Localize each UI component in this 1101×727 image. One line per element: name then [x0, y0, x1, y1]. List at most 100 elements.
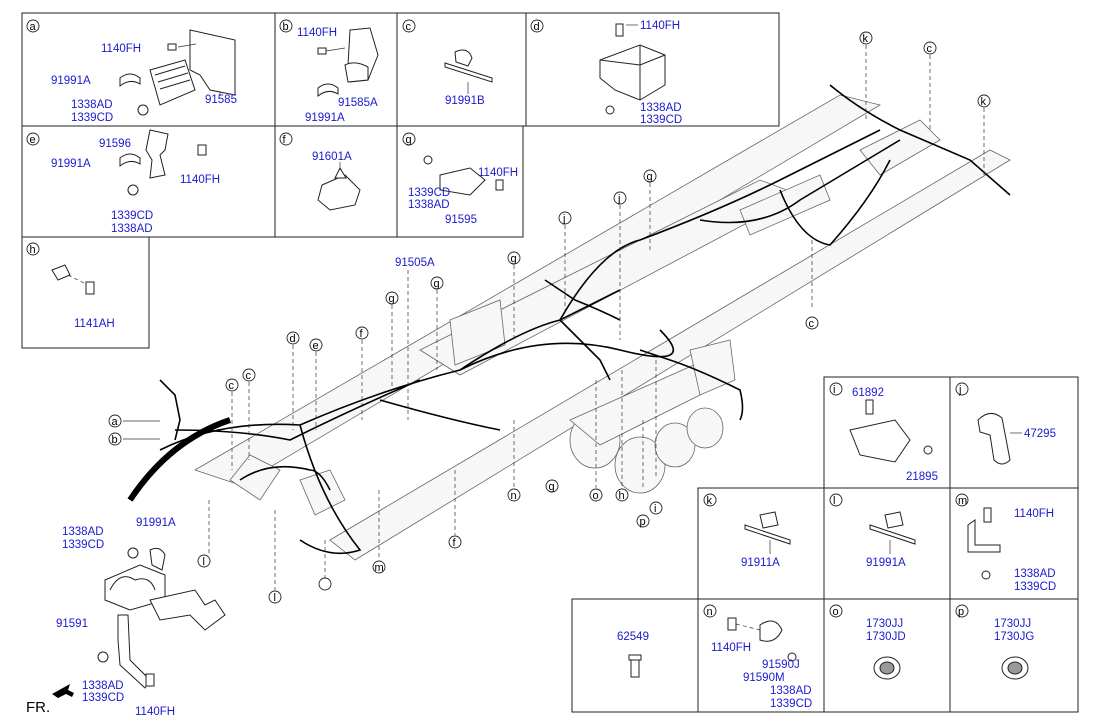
panel-e-part-4: 1339CD [111, 210, 153, 222]
marker-g-5[interactable]: g [545, 479, 559, 493]
wiring-harness[interactable] [127, 84, 1011, 555]
svg-text:g: g [389, 293, 395, 305]
fr-label: FR. [26, 699, 50, 716]
panel-l[interactable]: l 91991A [829, 493, 916, 569]
svg-text:g: g [511, 253, 517, 265]
panel-k[interactable]: k 91911A [703, 493, 791, 569]
panel-k-part-1: 91911A [741, 557, 780, 569]
panel-a-part-5: 91585 [205, 94, 237, 106]
marker-p[interactable]: p [636, 514, 650, 528]
marker-f-1[interactable]: f [355, 326, 369, 340]
panel-f-letter: f [283, 134, 287, 146]
svg-text:c: c [809, 318, 815, 330]
panel-m[interactable]: m 1140FH 1338AD 1339CD [955, 493, 1056, 593]
panel-o-part-1: 1730JJ [866, 618, 903, 630]
panel-a-letter: a [30, 21, 37, 33]
svg-text:g: g [549, 481, 555, 493]
panel-grid-right [571, 376, 1079, 713]
panel-e-part-3: 1140FH [180, 174, 220, 186]
marker-f-2[interactable]: f [448, 535, 462, 549]
panel-b-part-1: 1140FH [297, 27, 337, 39]
marker-c-3[interactable]: c [805, 316, 819, 330]
panel-o-letter: o [833, 606, 839, 618]
marker-c-2[interactable]: c [242, 368, 256, 382]
panel-e-part-5: 1338AD [111, 223, 153, 235]
marker-b[interactable]: b [108, 432, 122, 446]
panel-h[interactable]: h 1141AH [26, 242, 115, 330]
panel-k-letter: k [707, 495, 713, 507]
panel-i-letter: i [833, 384, 835, 396]
bl-part-6: 1339CD [82, 692, 124, 704]
panel-o-part-2: 1730JD [866, 631, 906, 643]
marker-c-4[interactable]: c [923, 41, 937, 55]
panel-m-part-3: 1339CD [1014, 581, 1056, 593]
panel-n-part-2: 91590J [762, 659, 800, 671]
panel-a-part-1: 1140FH [101, 43, 141, 55]
marker-e[interactable]: e [309, 338, 323, 352]
bl-part-2: 1339CD [62, 539, 104, 551]
panel-n-part-3: 91590M [743, 672, 785, 684]
marker-l-1[interactable]: l [197, 554, 211, 568]
bl-part-4: 91591 [56, 618, 88, 630]
panel-c[interactable]: c 91991B [402, 19, 493, 107]
svg-text:g: g [434, 278, 440, 290]
front-arrow-icon [52, 684, 74, 698]
marker-k-1[interactable]: k [859, 31, 873, 45]
panel-e-part-2: 91991A [51, 158, 91, 170]
panel-i-part-1: 61892 [852, 387, 884, 399]
svg-text:j: j [617, 193, 620, 205]
marker-h[interactable]: h [615, 488, 629, 502]
marker-o[interactable]: o [589, 488, 603, 502]
panel-d-part-2: 1338AD [640, 102, 682, 114]
panel-b[interactable]: b 1140FH 91585A 91991A [279, 19, 379, 124]
svg-text:g: g [647, 171, 653, 183]
marker-m[interactable]: m [372, 560, 386, 574]
marker-n[interactable]: n [507, 488, 521, 502]
panel-p[interactable]: p 1730JJ 1730JG [955, 604, 1034, 680]
marker-i[interactable]: i [649, 501, 663, 515]
panel-g[interactable]: g 1140FH 1339CD 1338AD 91595 [402, 132, 518, 226]
bottom-left-bracket[interactable]: 1338AD 1339CD 91991A 91591 1338AD 1339CD… [56, 517, 226, 718]
svg-text:f: f [360, 328, 364, 340]
callout-91505A[interactable]: 91505A [395, 257, 435, 269]
marker-g-3[interactable]: g [507, 251, 521, 265]
marker-c-1[interactable]: c [225, 378, 239, 392]
panel-l-part-1: 91991A [866, 557, 906, 569]
bl-part-1: 1338AD [62, 526, 104, 538]
svg-text:l: l [203, 556, 205, 568]
panel-a-part-3: 1338AD [71, 99, 113, 111]
diagram-markers[interactable]: a b c c d e f g g g j j g c k c k l l m … [108, 31, 991, 604]
panel-a-part-4: 1339CD [71, 112, 113, 124]
panel-d[interactable]: d 1140FH 1338AD 1339CD [530, 19, 682, 126]
panel-g-part-4: 91595 [445, 214, 477, 226]
panel-m-part-2: 1338AD [1014, 568, 1056, 580]
panel-j-part-1: 47295 [1024, 428, 1056, 440]
panel-o[interactable]: o 1730JJ 1730JD [829, 604, 906, 680]
panel-a[interactable]: a 1140FH 91991A 1338AD 1339CD 91585 [26, 19, 237, 124]
svg-text:l: l [274, 592, 276, 604]
panel-n[interactable]: n 1140FH 91590J 91590M 1338AD 1339CD [703, 604, 812, 710]
panel-f[interactable]: f 91601A [279, 132, 361, 211]
marker-a[interactable]: a [108, 414, 122, 428]
svg-text:d: d [290, 333, 296, 345]
marker-d[interactable]: d [286, 331, 300, 345]
panel-d-part-1: 1140FH [640, 20, 680, 32]
panel-m-part-1: 1140FH [1014, 508, 1054, 520]
svg-text:a: a [112, 416, 119, 428]
marker-k-2[interactable]: k [977, 94, 991, 108]
marker-g-2[interactable]: g [430, 276, 444, 290]
marker-j-2[interactable]: j [613, 191, 627, 205]
marker-l-2[interactable]: l [268, 590, 282, 604]
panel-62549[interactable]: 62549 [617, 631, 649, 678]
marker-g-4[interactable]: g [643, 169, 657, 183]
marker-j-1[interactable]: j [558, 211, 572, 225]
panel-i[interactable]: i 61892 21895 [829, 382, 938, 483]
panel-f-part-1: 91601A [312, 151, 352, 163]
panel-e[interactable]: e 91596 91991A 1140FH 1339CD 1338AD [26, 129, 220, 235]
panel-c-letter: c [406, 21, 412, 33]
panel-p-part-2: 1730JG [994, 631, 1034, 643]
panel-j[interactable]: j 47295 [955, 382, 1056, 465]
svg-text:p: p [640, 516, 646, 528]
marker-g-1[interactable]: g [385, 291, 399, 305]
panel-g-part-3: 1338AD [408, 199, 450, 211]
